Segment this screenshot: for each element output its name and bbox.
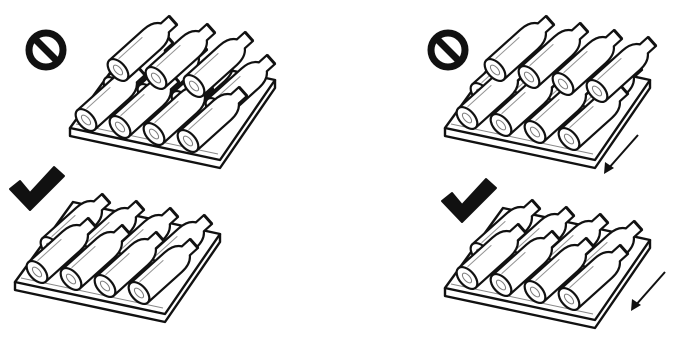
- panel-top-right: [445, 11, 661, 168]
- checkmark-icon: [10, 167, 64, 210]
- prohibited-icon: [431, 33, 465, 67]
- panel-top-left: [70, 11, 280, 168]
- checkmark-icon: [442, 179, 496, 222]
- prohibited-icon: [29, 33, 63, 67]
- direction-arrow-icon: [631, 272, 665, 311]
- panel-bottom-right: [445, 195, 650, 328]
- panel-bottom-left: [15, 189, 220, 322]
